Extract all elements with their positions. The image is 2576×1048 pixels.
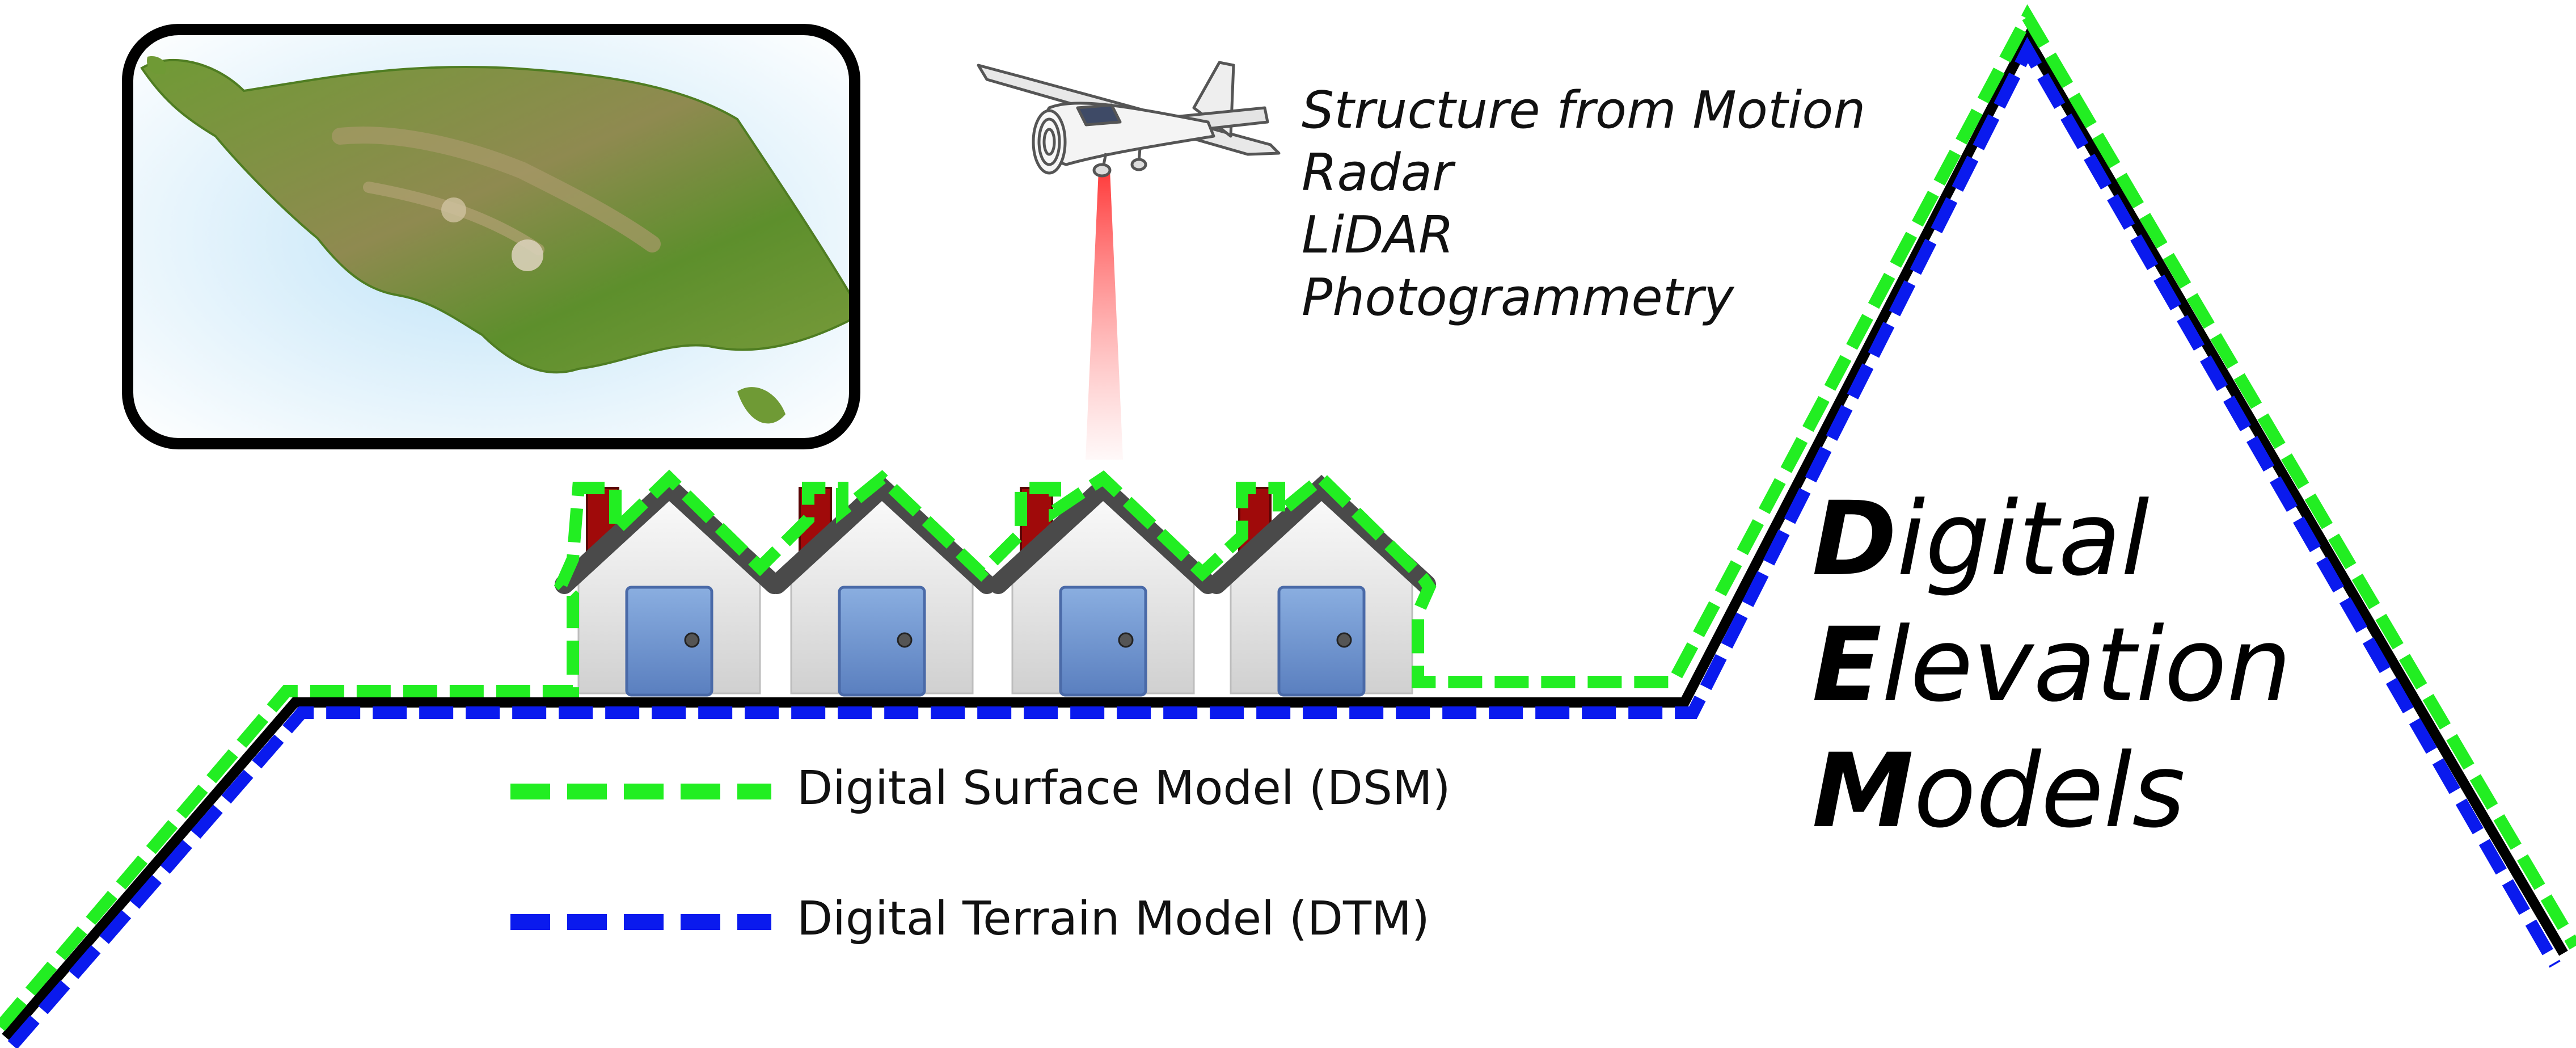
map-inset-icon [122,24,860,449]
house-roof [767,474,996,594]
house-icon [989,474,1218,697]
house-icon [555,474,784,697]
legend-dtm-label: Digital Terrain Model (DTM) [797,892,1430,946]
dsm-line [0,4,2576,1032]
title-line-elevation: Elevation [1812,606,2292,725]
door-icon [1277,586,1366,697]
scan-beam [1086,170,1123,460]
title-line-digital: Digital [1812,480,2150,599]
houses [555,474,1436,697]
method-radar: Radar [1302,143,1453,203]
method-lidar: LiDAR [1302,205,1454,265]
house-icon [1207,474,1436,697]
door-icon [625,586,713,697]
acquisition-methods: Structure from Motion Radar LiDAR Photog… [1302,79,1865,329]
dem-title: Digital Elevation Models [1812,477,2291,855]
house-icon [767,474,996,697]
dtm-line [7,36,2561,1048]
legend-dsm-label: Digital Surface Model (DSM) [797,761,1451,815]
ground-line [2,28,2568,1041]
airplane-icon [977,61,1281,178]
method-sfm: Structure from Motion [1302,81,1866,140]
method-photogrammetry: Photogrammetry [1302,268,1734,327]
door-icon [838,586,926,697]
door-icon [1059,586,1147,697]
title-line-models: Models [1812,732,2186,851]
